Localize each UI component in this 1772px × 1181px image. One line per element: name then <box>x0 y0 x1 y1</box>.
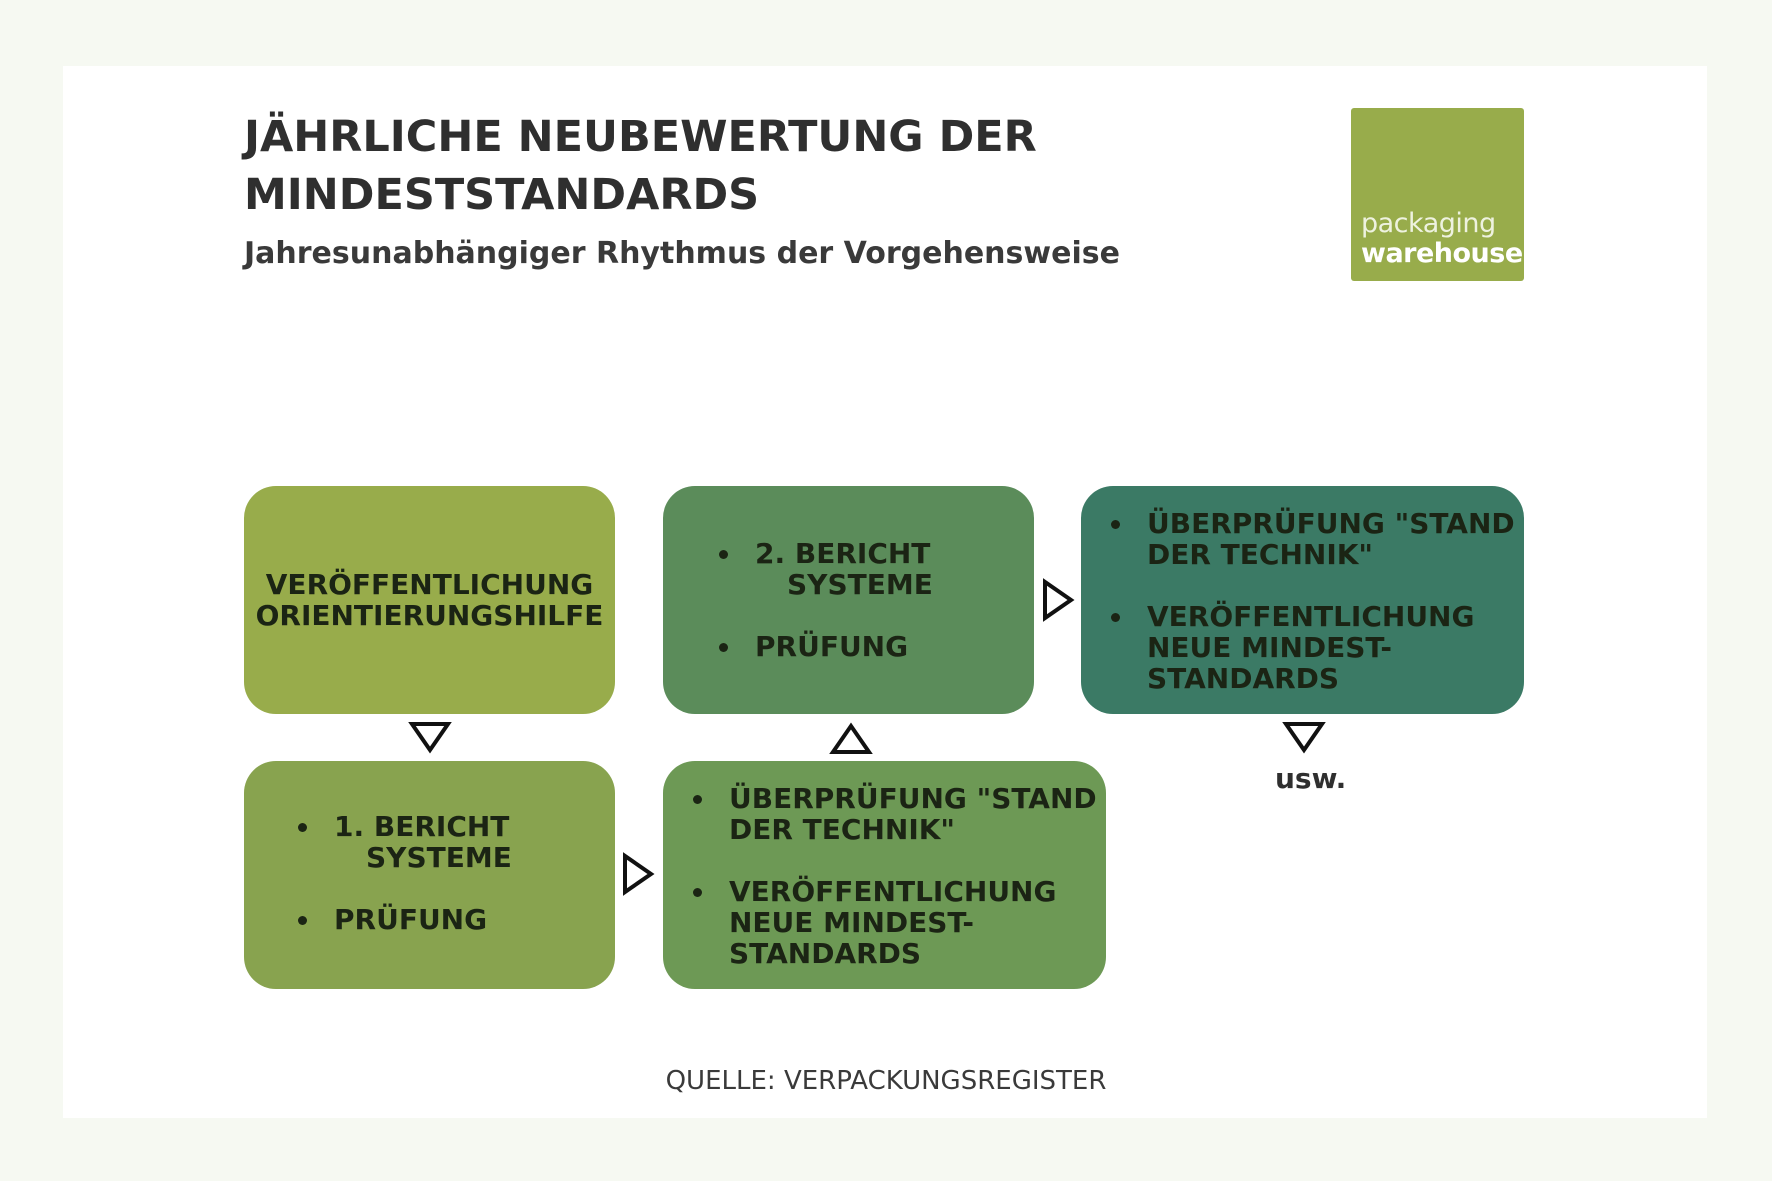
step-report-1-box: 1. BERICHT SYSTEME PRÜFUNG <box>244 761 615 989</box>
list-item: 1. BERICHT SYSTEME <box>286 811 615 873</box>
step-report-2-item-2: PRÜFUNG <box>755 630 909 663</box>
arrow-down-icon <box>1282 722 1326 754</box>
step-review-2-item-2-line-1: VERÖFFENTLICHUNG <box>1147 600 1475 633</box>
step-review-2-box: ÜBERPRÜFUNG "STAND DER TECHNIK" VERÖFFEN… <box>1081 486 1524 714</box>
step-review-2-item-1-line-2: DER TECHNIK" <box>1147 538 1374 571</box>
step-publication-text: VERÖFFENTLICHUNG ORIENTIERUNGSHILFE <box>256 569 604 631</box>
step-publication-line-1: VERÖFFENTLICHUNG <box>265 568 594 601</box>
title-line-2: MINDESTSTANDARDS <box>244 170 760 220</box>
step-review-1-item-1-line-2: DER TECHNIK" <box>729 813 956 846</box>
list-item: ÜBERPRÜFUNG "STAND DER TECHNIK" <box>1099 508 1524 570</box>
list-item: VERÖFFENTLICHUNG NEUE MINDEST- STANDARDS <box>681 876 1106 969</box>
arrow-down-icon <box>408 722 452 754</box>
list-item: 2. BERICHT SYSTEME <box>707 538 1034 600</box>
step-review-1-item-2-line-2: NEUE MINDEST- <box>729 906 975 939</box>
logo-text-packaging: packaging <box>1361 208 1496 239</box>
page-title: JÄHRLICHE NEUBEWERTUNG DER MINDESTSTANDA… <box>244 108 1144 224</box>
step-review-1-item-2-line-3: STANDARDS <box>729 937 922 970</box>
continuation-label: usw. <box>1275 762 1347 795</box>
step-report-1-item-1-line-2: SYSTEME <box>366 841 512 874</box>
step-review-1-list: ÜBERPRÜFUNG "STAND DER TECHNIK" VERÖFFEN… <box>681 783 1106 969</box>
title-line-1: JÄHRLICHE NEUBEWERTUNG DER <box>244 112 1037 162</box>
list-item: PRÜFUNG <box>286 904 615 935</box>
step-report-1-item-1-line-1: 1. BERICHT <box>334 810 510 843</box>
step-review-2-item-2-line-3: STANDARDS <box>1147 662 1340 695</box>
packaging-warehouse-logo: packaging warehouse <box>1351 108 1524 281</box>
step-report-2-box: 2. BERICHT SYSTEME PRÜFUNG <box>663 486 1034 714</box>
list-item: PRÜFUNG <box>707 631 1034 662</box>
step-review-2-list: ÜBERPRÜFUNG "STAND DER TECHNIK" VERÖFFEN… <box>1099 508 1524 694</box>
source-note: QUELLE: VERPACKUNGSREGISTER <box>665 1066 1107 1096</box>
list-item: ÜBERPRÜFUNG "STAND DER TECHNIK" <box>681 783 1106 845</box>
arrow-up-icon <box>829 722 873 754</box>
logo-text-warehouse: warehouse <box>1361 238 1523 269</box>
step-review-1-item-2-line-1: VERÖFFENTLICHUNG <box>729 875 1057 908</box>
step-report-1-item-2: PRÜFUNG <box>334 903 488 936</box>
step-review-2-item-1-line-1: ÜBERPRÜFUNG "STAND <box>1147 507 1515 540</box>
step-report-1-list: 1. BERICHT SYSTEME PRÜFUNG <box>286 811 615 935</box>
arrow-right-icon <box>1043 578 1075 622</box>
step-review-1-item-1-line-1: ÜBERPRÜFUNG "STAND <box>729 782 1097 815</box>
step-report-2-item-1-line-1: 2. BERICHT <box>755 537 931 570</box>
step-review-2-item-2-line-2: NEUE MINDEST- <box>1147 631 1393 664</box>
step-publication-box: VERÖFFENTLICHUNG ORIENTIERUNGSHILFE <box>244 486 615 714</box>
step-report-2-list: 2. BERICHT SYSTEME PRÜFUNG <box>707 538 1034 662</box>
list-item: VERÖFFENTLICHUNG NEUE MINDEST- STANDARDS <box>1099 601 1524 694</box>
step-publication-line-2: ORIENTIERUNGSHILFE <box>255 599 604 632</box>
step-review-1-box: ÜBERPRÜFUNG "STAND DER TECHNIK" VERÖFFEN… <box>663 761 1106 989</box>
step-report-2-item-1-line-2: SYSTEME <box>787 568 933 601</box>
page-subtitle: Jahresunabhängiger Rhythmus der Vorgehen… <box>244 236 1120 271</box>
arrow-right-icon <box>623 852 655 896</box>
